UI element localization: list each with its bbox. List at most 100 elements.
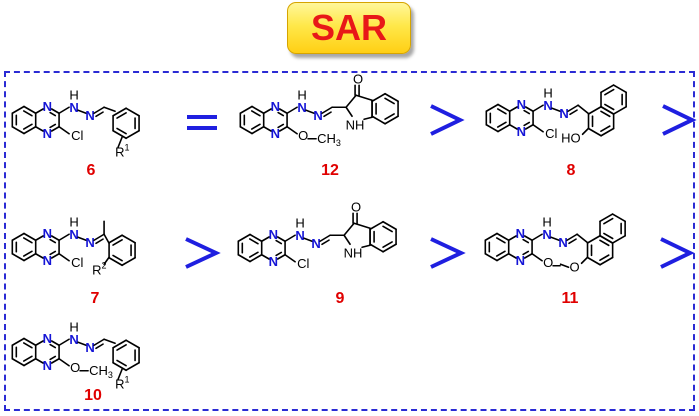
c7-phenyl-bond [108,256,123,267]
c12-methoxy-oxygen: O [298,128,308,143]
c12-ring-bond [355,94,373,102]
compound-label-9: 9 [336,290,345,307]
c6-pyrazine-bond [50,108,60,115]
c11-pyrazine-bond [523,252,533,259]
c12-indoline-benzo-bond [371,115,386,125]
c8-n-n-bond [551,107,561,113]
c8-benzo-bond [485,123,499,133]
c6-n-n-bond [77,109,87,115]
c12-methyl: CH3 [317,131,341,148]
c10-benzo-bond [11,337,25,347]
c10-benzo-bond [11,357,25,367]
c9-benzo-double-bond [248,238,259,245]
c9-pyrazine-bond [260,253,270,260]
c6-r-group: R1 [115,142,129,159]
c12-n-c-bond [321,106,333,115]
c8-benzo-bond [497,103,511,113]
c11-n-c-bond [566,233,578,242]
c6-pyrazine-double-bond [49,123,57,129]
c8-n-c-bond [567,104,579,113]
c8-naphthyl-upper-bond [612,106,627,115]
c12-ring-bond [345,106,353,118]
c12-benzo-double-bond [250,123,261,130]
c9-n-c-bond [319,234,331,243]
c9-imine-double-bond [321,239,330,246]
c6-chloro: Cl [71,128,83,143]
c11-methoxy-oxygen: O [569,259,579,274]
c10-benzo-bond [23,337,37,347]
c7-pyrazine-bond [34,235,44,242]
c8-oxy-bond [581,127,590,136]
c6-c2-nh-bond [58,106,70,115]
c9-indoline-benzo-bond [369,220,384,231]
c8-chloro: Cl [545,126,557,141]
c7-c2-nh-bond [58,233,70,242]
c7-benzo-double-bond [22,237,33,244]
c6-ring-nitrogen-bottom: N [43,126,52,141]
c8-naphthyl-lower-double-bond [600,125,611,132]
c11-benzo-bond [496,232,510,242]
c12-c3-substituent-bond [286,125,298,135]
greater-than-operator-5 [660,237,695,269]
c12-c2-nh-bond [286,106,298,115]
c12-pyrazine-bond [262,108,272,115]
sar-panel-border [4,71,695,411]
c8-naphthyl-upper-double-bond [604,88,615,96]
c7-hydrazone-hydrogen: H [69,214,78,229]
c12-benzo-bond [251,125,265,135]
c10-phenyl-bond [125,361,140,372]
c11-hydrazone-imine-nitrogen: N [558,235,567,250]
c9-indoline-benzo-bond [382,243,397,253]
c12-n-n-bond [305,109,315,115]
c11-pyrazine-bond [507,252,517,259]
c11-hydrazone-nh-nitrogen: N [542,227,551,242]
c11-naphthyl-lower-bond [586,234,601,244]
c6-phenyl-bond [125,129,140,140]
c11-pyrazine-double-bond [522,238,530,244]
c8-naphthyl-upper-bond [612,84,627,94]
c11-ring-nitrogen-bottom: N [516,253,525,268]
c8-hydrazone-hydrogen: H [543,85,552,100]
c9-pyrazine-double-bond [275,251,283,257]
c11-benzo-bond [484,232,498,242]
c12-benzo-bond [239,125,253,135]
c12-pyrazine-double-bond [277,111,285,117]
c9-benzo-double-bond [248,251,259,258]
c8-naphthyl-lower-double-bond [600,110,611,118]
c11-ring-nitrogen-top: N [516,226,525,241]
c10-pyrazine-bond [34,357,44,364]
c8-pyrazine-bond [524,106,534,113]
c7-hydrazone-nh-nitrogen: N [69,227,78,242]
c6-benzo-bond [11,125,25,135]
c8-naphthyl-lower-bond [587,105,602,115]
c6-benzo-double-bond [22,123,33,130]
c8-benzo-double-bond [496,108,507,115]
c8-hydroxy: HO [561,130,581,145]
c12-ring-nitrogen-top: N [271,99,280,114]
c9-pyrazine-bond [276,236,286,243]
c8-hydrazone-imine-nitrogen: N [559,106,568,121]
c7-chloro: Cl [71,255,83,270]
c7-benzo-bond [23,252,37,262]
c9-indoline-benzo-double-bond [382,241,393,248]
c6-phenyl-double-bond [116,112,127,119]
c7-c-phenyl-bond [103,233,110,245]
c10-benzo-double-bond [22,355,33,362]
c12-pyrazine-bond [262,125,272,132]
c9-pyrazine-bond [276,253,286,260]
c12-indoline-benzo-bond [371,92,386,103]
c11-naphthyl-upper-bond [611,213,626,223]
c6-phenyl-bond [125,107,140,117]
c6-hydrazone-imine-nitrogen: N [85,108,94,123]
c7-n-n-bond [77,236,87,242]
greater-than-operator-4 [430,237,466,269]
c6-pyrazine-double-bond [49,111,57,117]
c10-pyrazine-bond [34,340,44,347]
c11-benzo-double-bond [495,250,506,257]
c8-benzo-double-bond [496,121,507,128]
c6-benzo-double-bond [22,110,33,117]
c6-benzo-bond [23,125,37,135]
